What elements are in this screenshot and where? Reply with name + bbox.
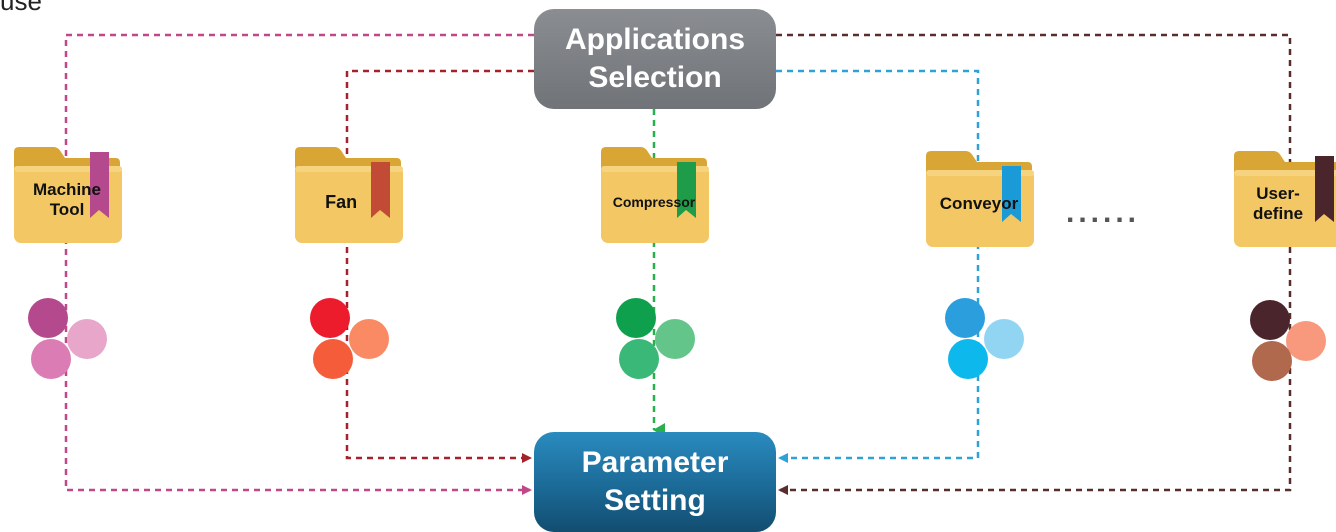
circles-conveyor [945, 298, 1024, 379]
folder-label: Fan [325, 192, 358, 212]
bookmark-ribbon-icon [1315, 156, 1334, 222]
parameter-setting-box: Parameter Setting [534, 432, 776, 532]
connector-machine-tool [64, 33, 534, 495]
folder-icon [14, 147, 122, 243]
circle [310, 298, 350, 338]
setting-label: Setting [604, 484, 706, 517]
selection-label: Selection [588, 61, 722, 94]
circles-machine-tool [28, 298, 107, 379]
folder-label: Machine Tool [10, 180, 124, 220]
folder-label: Conveyor [939, 194, 1019, 213]
connector-conveyor [776, 69, 980, 463]
circle [655, 319, 695, 359]
more-applications-ellipsis: ...... [1066, 196, 1141, 229]
bookmark-ribbon-icon [677, 162, 696, 218]
circles-compressor [616, 298, 695, 379]
folder-icon [1234, 151, 1336, 247]
bookmark-ribbon-icon [90, 152, 109, 218]
folder-label: Compressor [612, 194, 696, 210]
applications-selection-box: Applications Selection [534, 9, 776, 109]
circle [349, 319, 389, 359]
applications-label: Applications [564, 23, 745, 56]
folder-icon [601, 147, 709, 243]
circle [313, 339, 353, 379]
user-label: User- [1256, 184, 1300, 203]
circle [619, 339, 659, 379]
bookmark-ribbon-icon [1002, 166, 1021, 222]
machine-label: Machine [32, 180, 102, 199]
circle [1250, 300, 1290, 340]
folder-icon [926, 151, 1034, 247]
circle [984, 319, 1024, 359]
connector-user-define [776, 33, 1292, 495]
circle [948, 339, 988, 379]
tool-label: Tool [49, 200, 85, 219]
folder-machine-tool: Machine Tool [10, 146, 124, 243]
folder-fan: Fan [291, 146, 405, 243]
circle [31, 339, 71, 379]
circle [1252, 341, 1292, 381]
connector-fan [345, 69, 534, 463]
circle [28, 298, 68, 338]
folder-label: User- define [1230, 184, 1326, 224]
cropped-caption-text: use [0, 0, 42, 16]
circles-user-define [1250, 300, 1326, 381]
folder-compressor: Compressor [597, 146, 711, 243]
parameter-label: Parameter [581, 446, 729, 479]
circle [67, 319, 107, 359]
bookmark-ribbon-icon [371, 162, 390, 218]
folder-conveyor: Conveyor [922, 150, 1036, 247]
folder-user-define: User- define [1230, 150, 1336, 247]
circle [1286, 321, 1326, 361]
folder-icon [295, 147, 403, 243]
circle [945, 298, 985, 338]
define-label: define [1252, 204, 1304, 223]
circle [616, 298, 656, 338]
circles-fan [310, 298, 389, 379]
